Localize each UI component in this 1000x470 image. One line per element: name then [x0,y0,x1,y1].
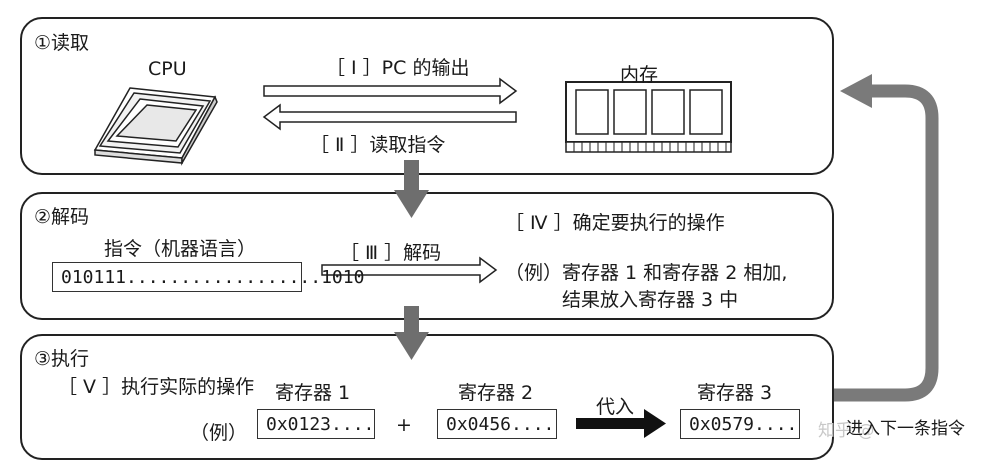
down-arrow-decode-to-execute [394,306,429,360]
register3-value-box: 0x0579.... [680,409,800,439]
register2-label: 寄存器 2 [458,382,534,404]
register3-label: 寄存器 3 [697,382,773,404]
execute-example-prefix: （例） [190,422,248,444]
memory-module-icon [565,81,732,153]
decode-example-line1: （例）寄存器 1 和寄存器 2 相加, [505,262,788,284]
plus-sign: + [396,414,412,436]
arrow-read-instruction [262,103,517,131]
register2-value-box: 0x0456.... [437,409,557,439]
register1-label: 寄存器 1 [275,382,351,404]
decode-example-line2: 结果放入寄存器 3 中 [562,289,739,311]
instruction-value-box: 010111..................1010 [52,262,364,292]
stage-execute-title: ③执行 [34,348,90,370]
arrow-pc-output [263,77,518,105]
stage-execute-panel [20,334,834,460]
loop-arrow [834,84,939,402]
cpu-chip-icon [93,87,218,166]
read-instruction-label: ［ Ⅱ ］读取指令 [310,134,446,156]
stage-decode-panel [20,192,834,320]
loop-arrow-head [840,74,872,108]
down-arrow-read-to-decode [394,160,429,218]
memory-label: 内存 [620,64,659,86]
decode-step-label: ［ Ⅳ ］确定要执行的操作 [505,212,725,234]
register1-value-box: 0x0123.... [257,409,375,439]
instruction-label: 指令（机器语言） [104,238,257,260]
watermark: 知乎 @ [818,421,875,441]
arrow-assign [576,409,666,438]
decode-arrow-label: ［ Ⅲ ］解码 [340,242,442,264]
next-instruction-label: 进入下一条指令 [846,419,965,439]
arrow-decode [321,256,498,284]
execute-step-label: ［ V ］执行实际的操作 [58,376,255,398]
pc-output-label: ［ Ⅰ ］PC 的输出 [326,57,470,79]
stage-read-title: ①读取 [34,32,90,54]
assign-label: 代入 [596,396,635,418]
stage-decode-title: ②解码 [34,206,90,228]
cpu-label: CPU [148,58,187,80]
